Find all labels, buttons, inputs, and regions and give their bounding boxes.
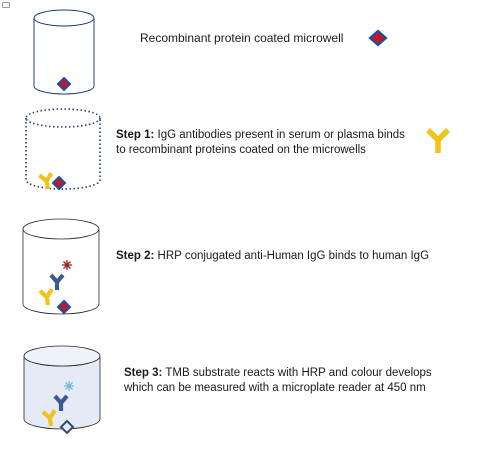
legend-caption: Recombinant protein coated microwell — [140, 31, 343, 46]
step-1-label: Step 1: — [116, 129, 155, 141]
coated-protein-2 — [52, 176, 66, 190]
step-2-caption: Step 2: HRP conjugated anti-Human IgG bi… — [116, 249, 429, 264]
coated-protein-3 — [57, 300, 71, 314]
step-3-caption: Step 3: TMB substrate reacts with HRP an… — [124, 366, 432, 396]
step-1-line-1: IgG antibodies present in serum or plasm… — [157, 129, 405, 141]
igg-antibody-3 — [40, 289, 54, 306]
hrp-enzyme-icon — [62, 260, 72, 270]
coated-protein-1 — [57, 77, 71, 91]
protein-legend-icon — [368, 29, 388, 47]
step-2-line-1: HRP conjugated anti-Human IgG binds to h… — [157, 250, 430, 262]
microwell-4 — [23, 345, 101, 430]
legend-text: Recombinant protein coated microwell — [140, 31, 344, 45]
step-1-caption: Step 1: IgG antibodies present in serum … — [116, 128, 405, 158]
step-3-line-1: TMB substrate reacts with HRP and colour… — [165, 367, 432, 379]
corner-mark — [2, 2, 10, 8]
microwell-2 — [25, 108, 101, 190]
anti-igg-antibody-3 — [51, 275, 63, 290]
tmb-substrate-icon — [64, 381, 74, 391]
coated-protein-4 — [59, 419, 75, 435]
microwell-3 — [22, 218, 100, 315]
step-3-line-2: which can be measured with a microplate … — [124, 382, 426, 394]
microwell-1 — [33, 9, 95, 95]
step-2-label: Step 2: — [116, 250, 155, 262]
step-1-line-2: to recombinant proteins coated on the mi… — [116, 144, 366, 156]
igg-legend-icon — [426, 128, 450, 153]
step-3-label: Step 3: — [124, 367, 163, 379]
